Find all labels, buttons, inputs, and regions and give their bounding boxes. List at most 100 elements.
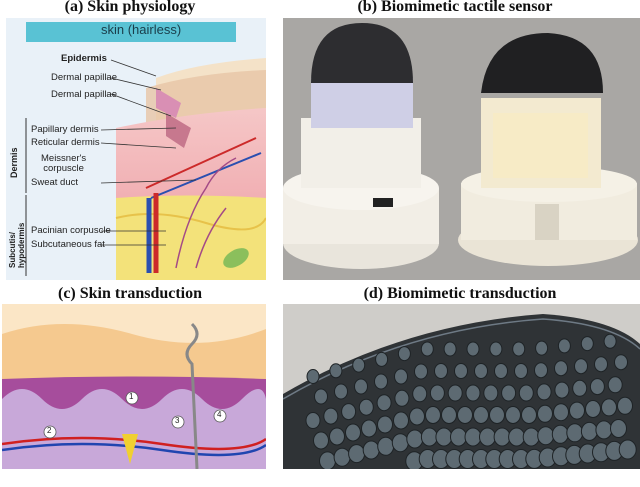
pin-59 <box>489 406 505 424</box>
pin-2 <box>352 357 366 373</box>
pin-85 <box>566 423 584 443</box>
pin-38 <box>447 384 463 402</box>
pin-6 <box>443 341 457 357</box>
pin-69 <box>333 447 351 467</box>
skin-physiology-diagram: skin (hairless) Epidermis Dermal papilla… <box>6 18 266 280</box>
pin-3 <box>375 351 389 367</box>
pin-0 <box>306 369 320 384</box>
label-dermal-papillae-1: Dermal papillae <box>51 72 118 83</box>
pin-36 <box>412 385 428 403</box>
pin-81 <box>508 427 526 447</box>
pin-47 <box>607 376 623 394</box>
pin-65 <box>585 400 601 418</box>
pin-58 <box>473 406 489 424</box>
skin-banner-label: skin (hairless) <box>101 22 182 37</box>
pin-39 <box>465 384 481 402</box>
label-subcutaneous-fat: Subcutaneous fat <box>31 239 105 250</box>
marker-4: 4 <box>217 410 222 419</box>
skin-layers-illustration <box>2 322 266 469</box>
label-papillary-dermis: Papillary dermis <box>31 124 99 135</box>
pin-35 <box>394 389 410 407</box>
pin-105 <box>618 439 637 460</box>
pin-51 <box>361 419 377 438</box>
pin-33 <box>358 398 374 416</box>
label-pacinian: Pacinian corpuscle <box>31 225 111 236</box>
pin-60 <box>505 406 521 424</box>
skin-cross-section-illustration <box>25 22 266 280</box>
pin-53 <box>393 411 409 430</box>
pin-22 <box>474 363 488 379</box>
label-sweat-duct: Sweat duct <box>31 177 78 188</box>
pin-17 <box>374 373 388 390</box>
pin-25 <box>534 362 548 379</box>
label-epidermis: Epidermis <box>61 53 107 64</box>
pin-array-illustration <box>283 314 640 469</box>
label-subcutis-side: Subcutis/ hypodermis <box>8 222 26 268</box>
pin-74 <box>406 429 424 449</box>
pin-48 <box>313 431 329 450</box>
pin-61 <box>521 406 537 424</box>
panel-b-title: (b) Biomimetic tactile sensor <box>357 0 553 15</box>
pin-24 <box>514 363 528 379</box>
pin-41 <box>501 384 517 402</box>
pin-52 <box>377 415 393 434</box>
marker-2: 2 <box>47 426 52 435</box>
marker-3: 3 <box>175 416 180 425</box>
pin-82 <box>522 427 540 447</box>
pin-29 <box>614 354 628 371</box>
pin-68 <box>319 451 336 469</box>
pin-10 <box>535 340 549 356</box>
pin-14 <box>314 388 328 405</box>
pin-55 <box>425 406 441 424</box>
pin-40 <box>483 384 499 402</box>
pin-56 <box>441 406 457 424</box>
pin-23 <box>494 363 508 379</box>
pin-34 <box>376 394 392 412</box>
skin-transduction-illustration: 1 2 3 4 <box>2 304 266 469</box>
pin-8 <box>489 341 503 357</box>
pin-72 <box>377 436 395 456</box>
pin-11 <box>557 338 571 354</box>
pin-26 <box>554 360 568 377</box>
pin-87 <box>595 420 613 440</box>
pin-73 <box>391 433 409 453</box>
panel-a-title: (a) Skin physiology <box>64 0 196 15</box>
pin-88 <box>610 419 627 438</box>
pin-13 <box>603 333 617 349</box>
pin-76 <box>435 427 453 447</box>
label-dermis-side: Dermis <box>9 147 19 178</box>
pin-20 <box>434 363 448 379</box>
pin-21 <box>454 363 468 379</box>
pin-28 <box>594 356 608 373</box>
pin-16 <box>354 378 368 395</box>
pin-27 <box>574 358 588 375</box>
pin-57 <box>457 406 473 424</box>
pin-71 <box>362 440 380 460</box>
pin-4 <box>397 346 411 362</box>
pin-31 <box>323 407 339 425</box>
pin-84 <box>551 424 569 444</box>
pin-62 <box>537 404 553 423</box>
pin-75 <box>420 427 438 447</box>
pin-64 <box>569 401 585 420</box>
pin-45 <box>572 379 588 397</box>
label-reticular-dermis: Reticular dermis <box>31 137 100 148</box>
pin-83 <box>537 426 555 446</box>
pin-42 <box>518 384 534 402</box>
pin-77 <box>450 427 467 447</box>
pin-67 <box>617 396 633 415</box>
panel-c-title: (c) Skin transduction <box>57 285 203 302</box>
pin-43 <box>536 383 552 401</box>
pin-15 <box>334 383 348 400</box>
pin-46 <box>589 378 605 396</box>
pin-30 <box>305 412 321 429</box>
pin-66 <box>601 398 617 417</box>
biomimetic-transduction-photo <box>283 304 640 469</box>
label-meissner: Meissner's corpuscle <box>41 153 87 174</box>
pin-54 <box>409 407 425 426</box>
pin-32 <box>341 403 357 421</box>
pin-5 <box>420 341 434 357</box>
pin-50 <box>345 423 361 442</box>
pin-12 <box>580 336 594 352</box>
pin-18 <box>394 368 408 385</box>
